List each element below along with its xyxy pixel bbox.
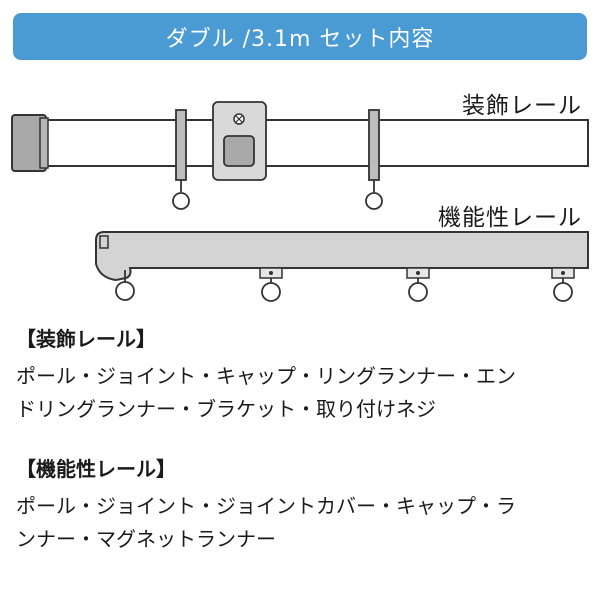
ring-runner-left: [172, 109, 190, 210]
functional-runner-1: [115, 270, 135, 301]
decorative-section-line-1: ポール・ジョイント・キャップ・リングランナー・エン: [16, 364, 516, 388]
decorative-rail-section: 【装飾レール】 ポール・ジョイント・キャップ・リングランナー・エン ドリングラン…: [16, 326, 586, 426]
functional-runner-3: [406, 267, 430, 302]
functional-section-line-1: ポール・ジョイント・ジョイントカバー・キャップ・ラ: [16, 494, 516, 518]
rail-diagram: [11, 101, 589, 302]
functional-rail-section: 【機能性レール】 ポール・ジョイント・ジョイントカバー・キャップ・ラ ンナー・マ…: [16, 456, 586, 556]
functional-section-heading: 【機能性レール】: [16, 457, 176, 481]
functional-runner-2: [259, 267, 283, 302]
header-bar: ダブル /3.1m セット内容: [13, 13, 587, 60]
header-title: ダブル /3.1m セット内容: [165, 26, 435, 52]
decorative-section-line-2: ドリングランナー・ブラケット・取り付けネジ: [16, 397, 436, 421]
functional-runner-4: [551, 267, 575, 302]
ring-runner-right: [365, 109, 383, 210]
decorative-rail-label: 装飾レール: [462, 93, 582, 119]
decorative-section-heading: 【装飾レール】: [16, 327, 156, 351]
functional-rail-label: 機能性レール: [438, 205, 582, 231]
functional-section-line-2: ンナー・マグネットランナー: [16, 527, 276, 551]
functional-rail: [95, 231, 589, 282]
bracket: [212, 101, 267, 181]
decorative-pole: [43, 119, 589, 167]
